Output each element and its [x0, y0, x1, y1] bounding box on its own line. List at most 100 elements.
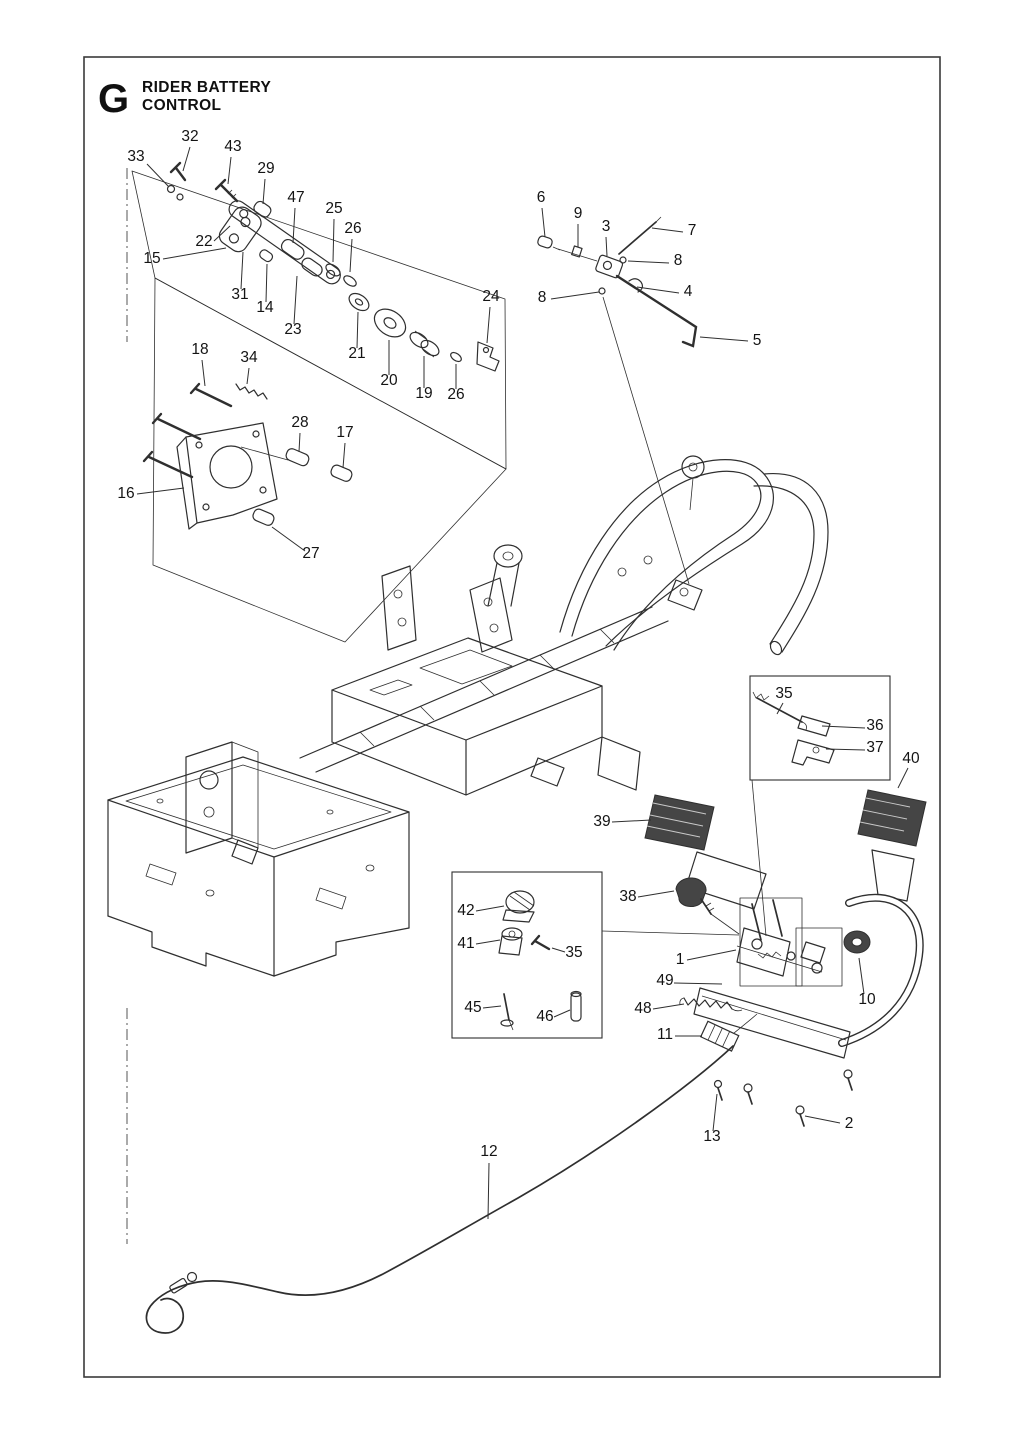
callout-12-49: 12 — [480, 1143, 497, 1160]
callout-leader-36-32 — [821, 725, 866, 729]
part-4-clip — [628, 278, 644, 293]
callout-15-8: 15 — [143, 250, 160, 267]
callout-leader-3-19 — [605, 236, 608, 257]
part-46-pin — [570, 990, 582, 1022]
panel-outline-upper — [131, 170, 507, 470]
callout-leader-27-30 — [271, 526, 306, 552]
callout-39-35: 39 — [593, 813, 610, 830]
callout-18-25: 18 — [191, 341, 208, 358]
callout-3-19: 3 — [602, 218, 611, 235]
callout-48-45: 48 — [634, 1000, 651, 1017]
callout-13-48: 13 — [703, 1128, 720, 1145]
part-21-disc — [348, 292, 370, 312]
callout-16-29: 16 — [117, 485, 134, 502]
steering-console — [559, 455, 829, 656]
seat-post-bracket — [381, 565, 513, 653]
callout-leader-35-31 — [776, 702, 784, 715]
front-frame-box — [331, 637, 641, 796]
lever-assembly-art — [537, 216, 698, 585]
part-32-screw — [169, 161, 187, 182]
title-block: G RIDER BATTERY CONTROL — [98, 77, 271, 121]
part-40-pedal — [857, 789, 927, 902]
rear-frame-box — [107, 756, 410, 977]
callout-leader-4-22 — [636, 286, 680, 294]
callout-leader-8-23 — [550, 291, 600, 300]
callout-leader-32-0 — [182, 146, 191, 172]
part-49-mechanism — [736, 899, 826, 977]
callout-leader-39-35 — [611, 819, 652, 823]
callout-23-11: 23 — [284, 321, 301, 338]
callout-leader-10-42 — [858, 957, 865, 995]
callout-leader-45-43 — [482, 1005, 502, 1009]
detail-frame-b — [795, 927, 843, 987]
frame-rails — [299, 606, 669, 773]
right-handle-tube — [838, 893, 924, 1047]
callout-24-16: 24 — [482, 288, 500, 305]
callout-7-20: 7 — [688, 222, 697, 239]
callout-leader-12-49 — [487, 1162, 490, 1220]
callout-34-26: 34 — [240, 349, 258, 366]
callout-2-47: 2 — [845, 1115, 854, 1132]
cable-end-fitting — [169, 1271, 198, 1294]
callout-41-38: 41 — [457, 935, 474, 952]
part-43-bolt — [214, 178, 239, 203]
callout-leader-8-21 — [627, 260, 670, 264]
callout-leader-25-5 — [332, 218, 335, 263]
cable-to-adjuster — [733, 1013, 758, 1034]
callout-leader-47-4 — [292, 207, 296, 244]
part-45-pin — [500, 993, 514, 1031]
callout-8-21: 8 — [674, 252, 683, 269]
link-rod — [557, 248, 598, 262]
callout-leader-17-28 — [342, 442, 346, 469]
callout-27-30: 27 — [302, 545, 319, 562]
callout-leader-38-36 — [637, 890, 675, 898]
callout-leader-18-25 — [201, 359, 206, 387]
part-14-pin — [259, 249, 274, 263]
callout-leader-22-7 — [213, 225, 231, 242]
callout-22-7: 22 — [195, 233, 212, 250]
callout-leader-43-2 — [227, 156, 232, 185]
callout-leader-31-9 — [240, 251, 244, 290]
page-border — [83, 56, 941, 1378]
callout-14-10: 14 — [256, 299, 274, 316]
part-26-washer-a — [343, 275, 357, 287]
detail-frame-a — [739, 897, 803, 987]
callout-leader-24-16 — [486, 306, 491, 344]
callout-leader-7-20 — [651, 227, 684, 233]
inset-box-1-frame — [749, 675, 891, 781]
callout-leader-14-10 — [265, 263, 268, 303]
part-24-bracket — [476, 341, 500, 372]
part-12-cable — [145, 1045, 734, 1334]
part-25-washer — [325, 263, 341, 277]
callout-leader-46-44 — [553, 1009, 571, 1018]
callout-25-5: 25 — [325, 200, 342, 217]
part-28-pin — [285, 448, 310, 467]
shaft-assembly-art — [166, 161, 500, 372]
callout-6-17: 6 — [537, 189, 546, 206]
callout-26-15: 26 — [447, 386, 464, 403]
callout-leader-2-47 — [804, 1115, 841, 1124]
callout-leader-48-45 — [652, 1003, 685, 1010]
callout-1-40: 1 — [676, 951, 685, 968]
callout-49-41: 49 — [656, 972, 673, 989]
callout-17-28: 17 — [336, 424, 353, 441]
callout-leader-23-11 — [293, 275, 298, 325]
page-title-line2: CONTROL — [142, 97, 221, 114]
part-34-spring — [235, 383, 268, 400]
part-22-31-pivot-plate — [218, 206, 262, 253]
callout-38-36: 38 — [619, 888, 636, 905]
part-35-screw-inset — [530, 934, 551, 951]
callout-leaders — [136, 146, 909, 1220]
callout-8-23: 8 — [538, 289, 547, 306]
callout-9-18: 9 — [574, 205, 583, 222]
part-47-sleeve — [280, 238, 305, 260]
part-7-pin — [618, 216, 662, 255]
part-9-nut — [571, 245, 583, 258]
part-8-washer-a — [619, 256, 627, 264]
rear-plate-bracket — [185, 741, 259, 865]
part-27-pin — [252, 508, 275, 526]
callout-20-13: 20 — [380, 372, 398, 389]
callout-leader-33-1 — [146, 163, 170, 188]
